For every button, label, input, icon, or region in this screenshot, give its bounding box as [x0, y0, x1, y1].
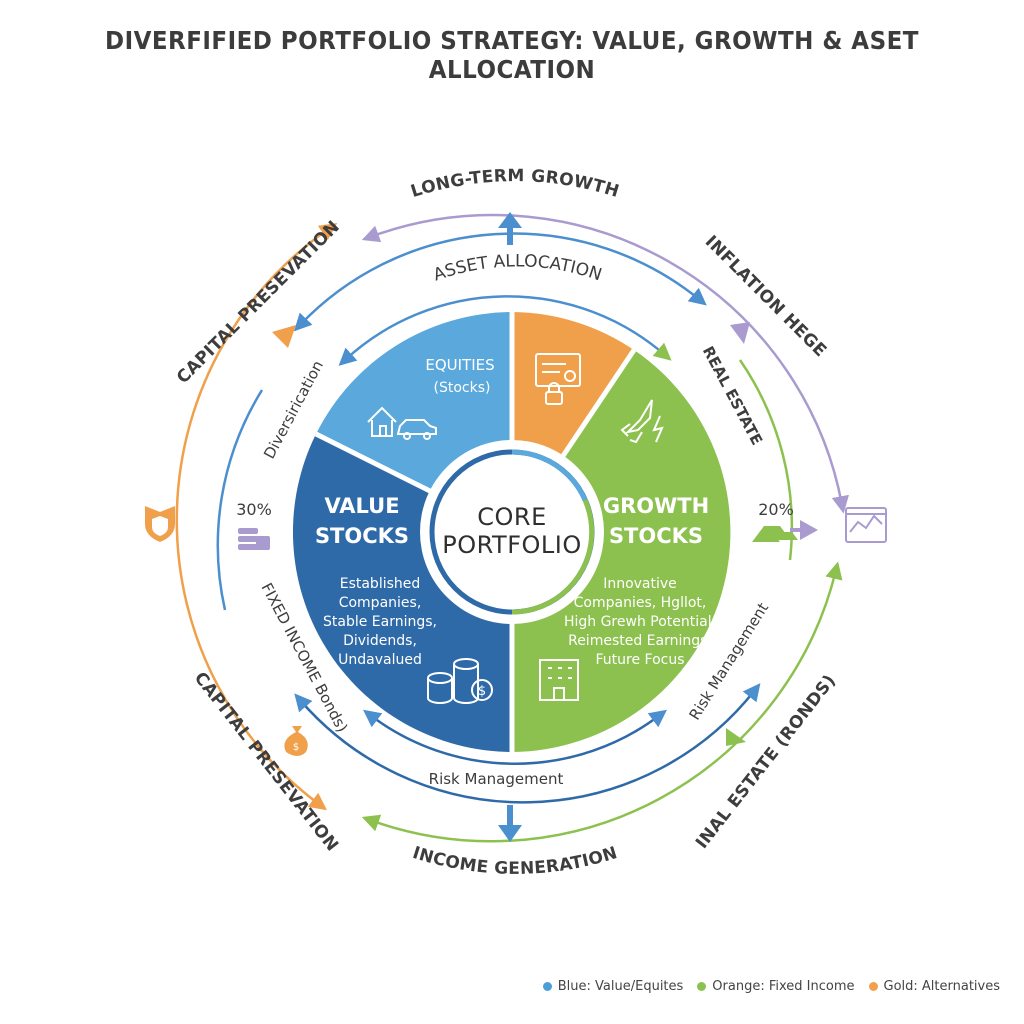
house-icon — [367, 406, 397, 437]
growth-description-line-5: Future Focus — [595, 652, 684, 668]
asset-allocation-label: ASSET ALLOCATION — [431, 251, 604, 285]
outer-ring — [175, 213, 849, 843]
money-bag-icon: $ — [284, 726, 308, 756]
legend-label-green: Orange: Fixed Income — [712, 979, 855, 994]
chart-board-icon — [845, 507, 887, 543]
legend-item-orange: Gold: Alternatives — [868, 979, 1001, 994]
page-title: DIVERFIFIED PORTFOLIO STRATEGY: VALUE, G… — [105, 26, 919, 84]
real-estate-label: REAL ESTATE — [699, 343, 766, 448]
outer-arc-purple — [361, 213, 849, 514]
right-top-arrow-icon — [730, 322, 750, 344]
legend-dot-orange — [868, 982, 878, 991]
growth-title-1: GROWTH — [603, 494, 709, 518]
growth-description-line-4: Reimested Earnings, — [568, 633, 712, 649]
value-description-line-5: Undavalued — [338, 652, 422, 668]
value-title-2: STOCKS — [315, 524, 409, 548]
left-percent-label: 30% — [236, 500, 272, 519]
inner-ring — [338, 295, 672, 765]
inner-arc-bottom — [363, 709, 667, 765]
growth-title-2: STOCKS — [609, 524, 703, 548]
left-top-arrow-icon — [272, 325, 296, 348]
legend-item-blue: Blue: Value/Equites — [542, 979, 684, 994]
right-percent-label: 20% — [758, 500, 794, 519]
risk-management-bottom-label: Risk Management — [429, 770, 564, 788]
legend-label-blue: Blue: Value/Equites — [557, 979, 684, 994]
income-generation-label: INCOME GENERATION — [410, 843, 620, 879]
value-title-1: VALUE — [324, 494, 399, 518]
middle-arc-blue-left — [216, 389, 264, 611]
gold-bars-icon — [752, 526, 798, 542]
outer-arc-green — [361, 561, 843, 843]
growth-description-line-3: High Grewh Potential, — [564, 614, 716, 630]
top-arrow-icon — [498, 212, 522, 228]
value-description-line-4: Dividends, — [343, 633, 417, 649]
outer-arc-orange — [175, 223, 338, 811]
legend: Blue: Value/Equites Orange: Fixed Income… — [542, 979, 1001, 994]
bottom-arrow-icon — [498, 825, 522, 842]
equities-title: EQUITIES — [425, 356, 494, 374]
value-description-line-2: Companies, — [339, 595, 422, 611]
legend-item-green: Orange: Fixed Income — [697, 979, 855, 994]
core-portfolio: CORE PORTFOLIO — [420, 440, 604, 624]
bottom-right-arrow-icon — [726, 728, 746, 746]
svg-text:$: $ — [293, 742, 299, 753]
legend-dot-blue — [542, 982, 552, 991]
shield-icon — [145, 506, 175, 542]
middle-arc-blue-top — [293, 232, 707, 332]
long-term-growth-label: LONG-TERM GROWTH — [408, 166, 621, 202]
legend-label-orange: Gold: Alternatives — [883, 979, 1001, 994]
value-description-line-3: Stable Earnings, — [323, 614, 437, 630]
coins-icon: $ — [427, 658, 493, 704]
middle-arc-blue-bottom — [294, 683, 761, 804]
equities-subtitle: (Stocks) — [434, 380, 491, 396]
growth-description-line-1: Innovative — [603, 576, 677, 592]
core-line-2: PORTFOLIO — [442, 531, 582, 559]
wedge-growth-stocks — [512, 350, 731, 752]
wedge-texts: EQUITIES (Stocks) VALUE STOCKS Establish… — [315, 356, 716, 668]
inner-arc-top — [338, 295, 672, 366]
rocket-icon — [620, 399, 664, 444]
value-description-line-1: Established — [340, 576, 421, 592]
svg-text:$: $ — [478, 684, 486, 699]
core-line-1: CORE — [477, 503, 547, 531]
car-icon — [396, 419, 437, 440]
certificate-lock-icon — [535, 353, 581, 405]
legend-dot-green — [697, 982, 707, 991]
right-arrow-icon — [800, 520, 818, 540]
growth-description-line-2: Companies, Hgllot, — [574, 595, 707, 611]
axis-arrows — [272, 212, 818, 842]
money-stack-icon — [238, 528, 270, 550]
building-icon — [539, 659, 579, 701]
